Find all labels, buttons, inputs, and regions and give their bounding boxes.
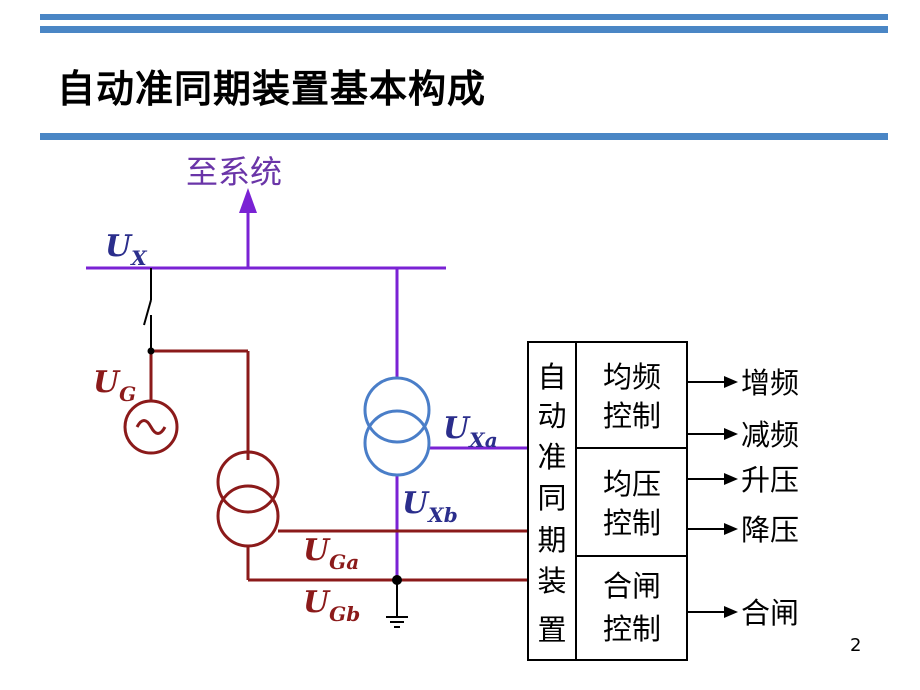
output-close-breaker: 合闸 <box>741 596 799 630</box>
generator-side-wiring <box>123 349 528 582</box>
frequency-control-line2: 控制 <box>603 399 661 433</box>
arrow-head <box>724 606 738 618</box>
output-arrows <box>687 376 738 618</box>
closing-control-line1: 合闸 <box>603 569 661 603</box>
device-name-vertical: 自 动 准 同 期 装 置 <box>537 360 566 647</box>
to-system-label: 至系统 <box>186 153 282 191</box>
page-title: 自动准同期装置基本构成 <box>57 67 487 111</box>
generator-sine-icon <box>135 419 167 435</box>
ux-a-label: UXa <box>443 411 498 452</box>
closing-control-line2: 控制 <box>603 612 661 646</box>
arrow-head <box>724 523 738 535</box>
generator-symbol <box>123 399 179 455</box>
device-char: 期 <box>537 523 566 557</box>
pt-x-transformer <box>363 376 431 477</box>
frequency-control-line1: 均频 <box>603 360 661 394</box>
pt-x-lower-coil <box>363 409 431 477</box>
to-system-arrow <box>239 188 257 213</box>
device-outline <box>527 341 688 661</box>
ux-b-label: UXb <box>402 486 458 527</box>
pt-g-upper-coil <box>216 450 280 514</box>
title-rule-top <box>40 14 888 20</box>
arrow-head <box>724 428 738 440</box>
generator-voltage-label: UG <box>93 365 136 406</box>
device-char: 置 <box>537 613 566 647</box>
voltage-control-line1: 均压 <box>603 467 661 501</box>
synchronizer-device <box>527 341 688 661</box>
arrow-head <box>724 473 738 485</box>
page-number: 2 <box>850 635 862 656</box>
breaker-blade <box>143 299 152 326</box>
device-char: 装 <box>537 564 566 598</box>
title-rule-lower <box>40 133 888 140</box>
output-raise-voltage: 升压 <box>741 463 799 497</box>
output-decrease-frequency: 减频 <box>741 418 799 452</box>
device-char: 动 <box>537 399 566 433</box>
device-char: 同 <box>537 481 566 515</box>
device-char: 准 <box>537 440 566 474</box>
ground-symbol <box>386 575 408 628</box>
breaker-junction-dot <box>147 347 155 355</box>
ug-b-label: UGb <box>303 585 360 626</box>
device-char: 自 <box>537 360 566 394</box>
voltage-control-line2: 控制 <box>603 506 661 540</box>
ug-a-label: UGa <box>303 533 359 574</box>
bus-voltage-label: UX <box>105 229 148 270</box>
arrow-head <box>724 376 738 388</box>
circuit-breaker <box>143 268 152 351</box>
output-lower-voltage: 降压 <box>741 513 799 547</box>
system-side-wiring <box>86 212 528 580</box>
pt-x-upper-coil <box>363 376 431 444</box>
title-rule-upper <box>40 26 888 33</box>
pt-g-lower-coil <box>216 484 280 548</box>
output-increase-frequency: 增频 <box>741 366 799 400</box>
